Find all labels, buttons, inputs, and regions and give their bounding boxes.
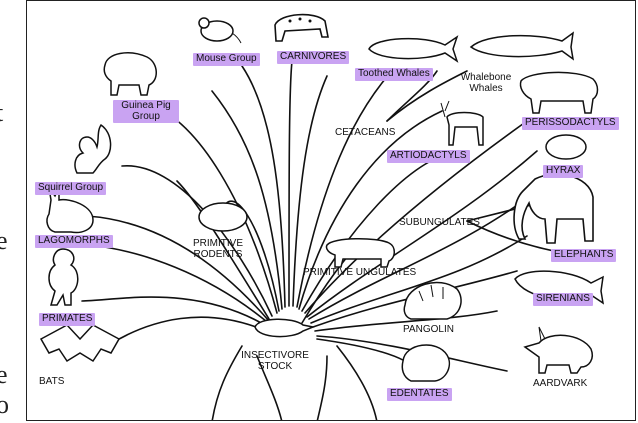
margin-glyph: e	[0, 360, 8, 389]
label-mouse-group: Mouse Group	[193, 53, 260, 66]
pangolin-icon	[403, 281, 462, 320]
label-aardvark: AARDVARK	[533, 378, 588, 389]
anteater-icon	[401, 344, 451, 382]
label-primitive-rodents: PRIMITIVE RODENTS	[192, 238, 243, 260]
label-pangolin: PANGOLIN	[403, 324, 454, 335]
rabbit-icon	[46, 187, 94, 234]
label-hyrax: HYRAX	[543, 165, 584, 178]
label-elephants: ELEPHANTS	[551, 249, 617, 262]
label-sirenians: SIRENIANS	[533, 293, 593, 306]
margin-glyph: e	[0, 226, 8, 255]
evolution-diagram: Mouse Group CARNIVORES Toothed Whales Wh…	[26, 0, 636, 421]
bat-icon	[39, 324, 121, 363]
leopard-icon	[274, 13, 329, 42]
label-subungulates: SUBUNGULATES	[399, 217, 480, 228]
toothed-whale-icon	[368, 35, 459, 63]
tapir-icon	[519, 71, 599, 114]
whalebone-whale-icon	[469, 31, 575, 61]
aardvark-icon	[523, 326, 593, 374]
primitive-ungulate-icon	[325, 237, 395, 268]
label-insectivore-stock: INSECTIVORE STOCK	[241, 350, 309, 372]
label-toothed-whales: Toothed Whales	[355, 68, 433, 81]
label-carnivores: CARNIVORES	[277, 51, 350, 64]
label-lagomorphs: LAGOMORPHS	[35, 235, 113, 248]
label-edentates: EDENTATES	[387, 388, 452, 401]
insectivore-icon	[254, 318, 316, 338]
label-cetaceans: CETACEANS	[335, 127, 396, 138]
label-bats: BATS	[39, 376, 65, 387]
deer-icon	[440, 100, 484, 146]
mouse-icon	[198, 17, 242, 44]
margin-glyph: o	[0, 390, 9, 419]
label-primates: PRIMATES	[39, 313, 96, 326]
label-whalebone-whales: Whalebone Whales	[460, 72, 512, 94]
primitive-rodent-icon	[198, 202, 248, 232]
label-guinea-pig-group: Guinea Pig Group	[113, 100, 179, 123]
label-perissodactyls: PERISSODACTYLS	[522, 117, 619, 130]
label-squirrel-group: Squirrel Group	[35, 182, 107, 195]
label-primitive-ungulates: PRIMITIVE UNGULATES	[303, 267, 417, 278]
squirrel-icon	[74, 123, 112, 174]
margin-glyph: t	[0, 100, 3, 126]
hyrax-icon	[545, 134, 587, 160]
capybara-icon	[103, 52, 157, 96]
elephant-icon	[513, 173, 594, 244]
primate-icon	[48, 248, 79, 306]
label-artiodactyls: ARTIODACTYLS	[387, 150, 470, 163]
